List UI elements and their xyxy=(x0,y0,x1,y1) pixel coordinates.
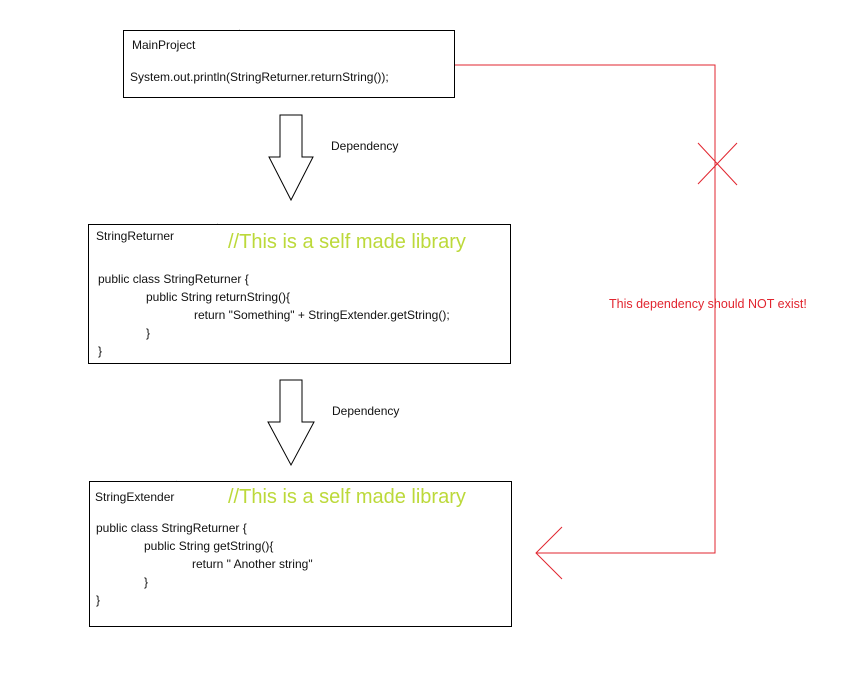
string-returner-box xyxy=(88,224,511,364)
code-line: public String getString(){ xyxy=(144,539,274,553)
code-line: public String returnString(){ xyxy=(146,290,291,304)
code-line: return " Another string" xyxy=(192,557,313,571)
dependency-arrow-2 xyxy=(267,379,315,467)
string-extender-box xyxy=(89,481,512,627)
forbidden-dependency-line xyxy=(454,64,716,554)
code-line: public class StringReturner { xyxy=(96,521,247,535)
string-extender-title: StringExtender xyxy=(95,490,175,504)
code-line: } xyxy=(146,326,151,340)
dependency-label: Dependency xyxy=(332,404,400,418)
string-returner-title: StringReturner xyxy=(96,229,175,243)
code-line: } xyxy=(98,344,103,358)
dependency-label: Dependency xyxy=(331,139,399,153)
string-extender-comment: //This is a self made library xyxy=(228,486,466,508)
main-project-code-line: System.out.println(StringReturner.return… xyxy=(130,70,389,84)
x-mark-icon xyxy=(697,142,738,186)
code-line: return "Something" + StringExtender.getS… xyxy=(194,308,450,322)
forbidden-dependency-label: This dependency should NOT exist! xyxy=(609,297,807,311)
forbidden-dependency-arrowhead xyxy=(535,526,563,580)
code-line: } xyxy=(144,575,149,589)
main-project-title: MainProject xyxy=(132,38,196,52)
code-line: } xyxy=(96,593,101,607)
code-line: public class StringReturner { xyxy=(98,272,249,286)
dependency-arrow-1 xyxy=(268,114,314,202)
main-project-box xyxy=(123,30,455,98)
string-returner-comment: //This is a self made library xyxy=(228,231,466,253)
